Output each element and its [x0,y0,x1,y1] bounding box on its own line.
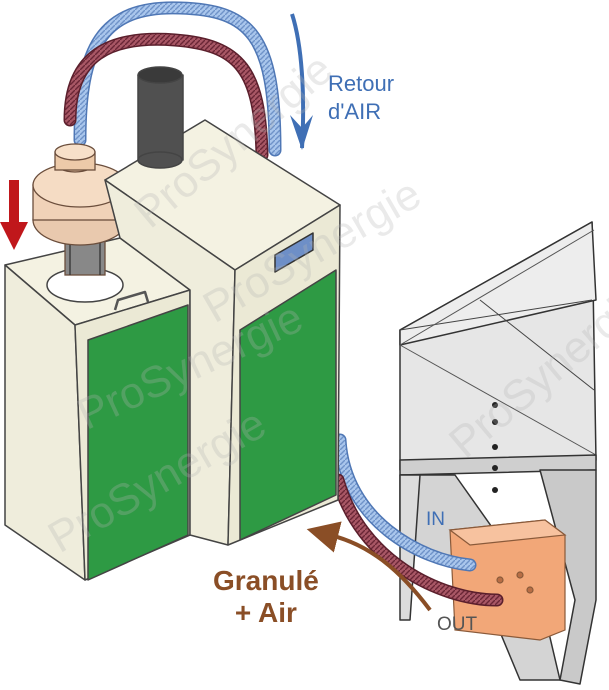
return-air-arrow [290,13,313,150]
inlet-label: IN [426,509,445,530]
return-air-label-line2: d'AIR [328,99,382,124]
return-air-label-line1: Retour [328,71,395,96]
pellet-air-label-line1: Granulé [213,565,319,596]
pellet-boiler [104,66,341,546]
pellet-air-label-line2: + Air [234,597,297,628]
curved-arrow-icon [306,521,432,612]
hose-connector-box [448,519,567,641]
pellet-air-label: Granulé + Air [213,565,319,629]
pellet-hopper-cabinet [4,237,191,581]
return-air-label: Retour d'AIR [328,70,394,126]
outlet-label: OUT [437,614,478,635]
hoses [63,1,504,607]
down-arrow-icon [0,180,28,250]
